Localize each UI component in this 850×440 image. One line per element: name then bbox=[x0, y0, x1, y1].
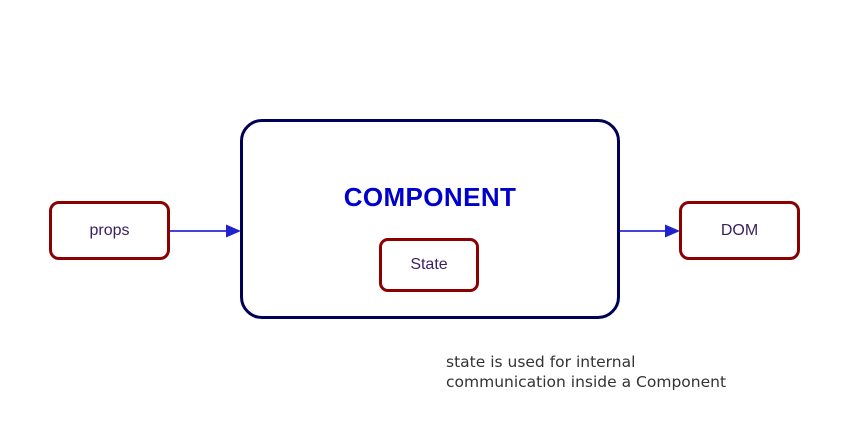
arrow-component-to-dom bbox=[620, 224, 680, 238]
arrow-props-to-component bbox=[170, 224, 241, 238]
node-state-label: State bbox=[410, 256, 448, 273]
arrowhead-icon bbox=[665, 224, 680, 238]
node-component-label: COMPONENT bbox=[343, 182, 517, 212]
arrowhead-icon bbox=[226, 224, 241, 238]
node-dom-label: DOM bbox=[720, 221, 759, 239]
node-component[interactable] bbox=[240, 119, 620, 319]
node-props-label: props bbox=[89, 221, 130, 239]
node-state[interactable]: State bbox=[379, 238, 479, 292]
node-props[interactable]: props bbox=[49, 201, 170, 260]
diagram-caption: state is used for internal communication… bbox=[446, 353, 727, 391]
node-dom[interactable]: DOM bbox=[679, 201, 800, 260]
